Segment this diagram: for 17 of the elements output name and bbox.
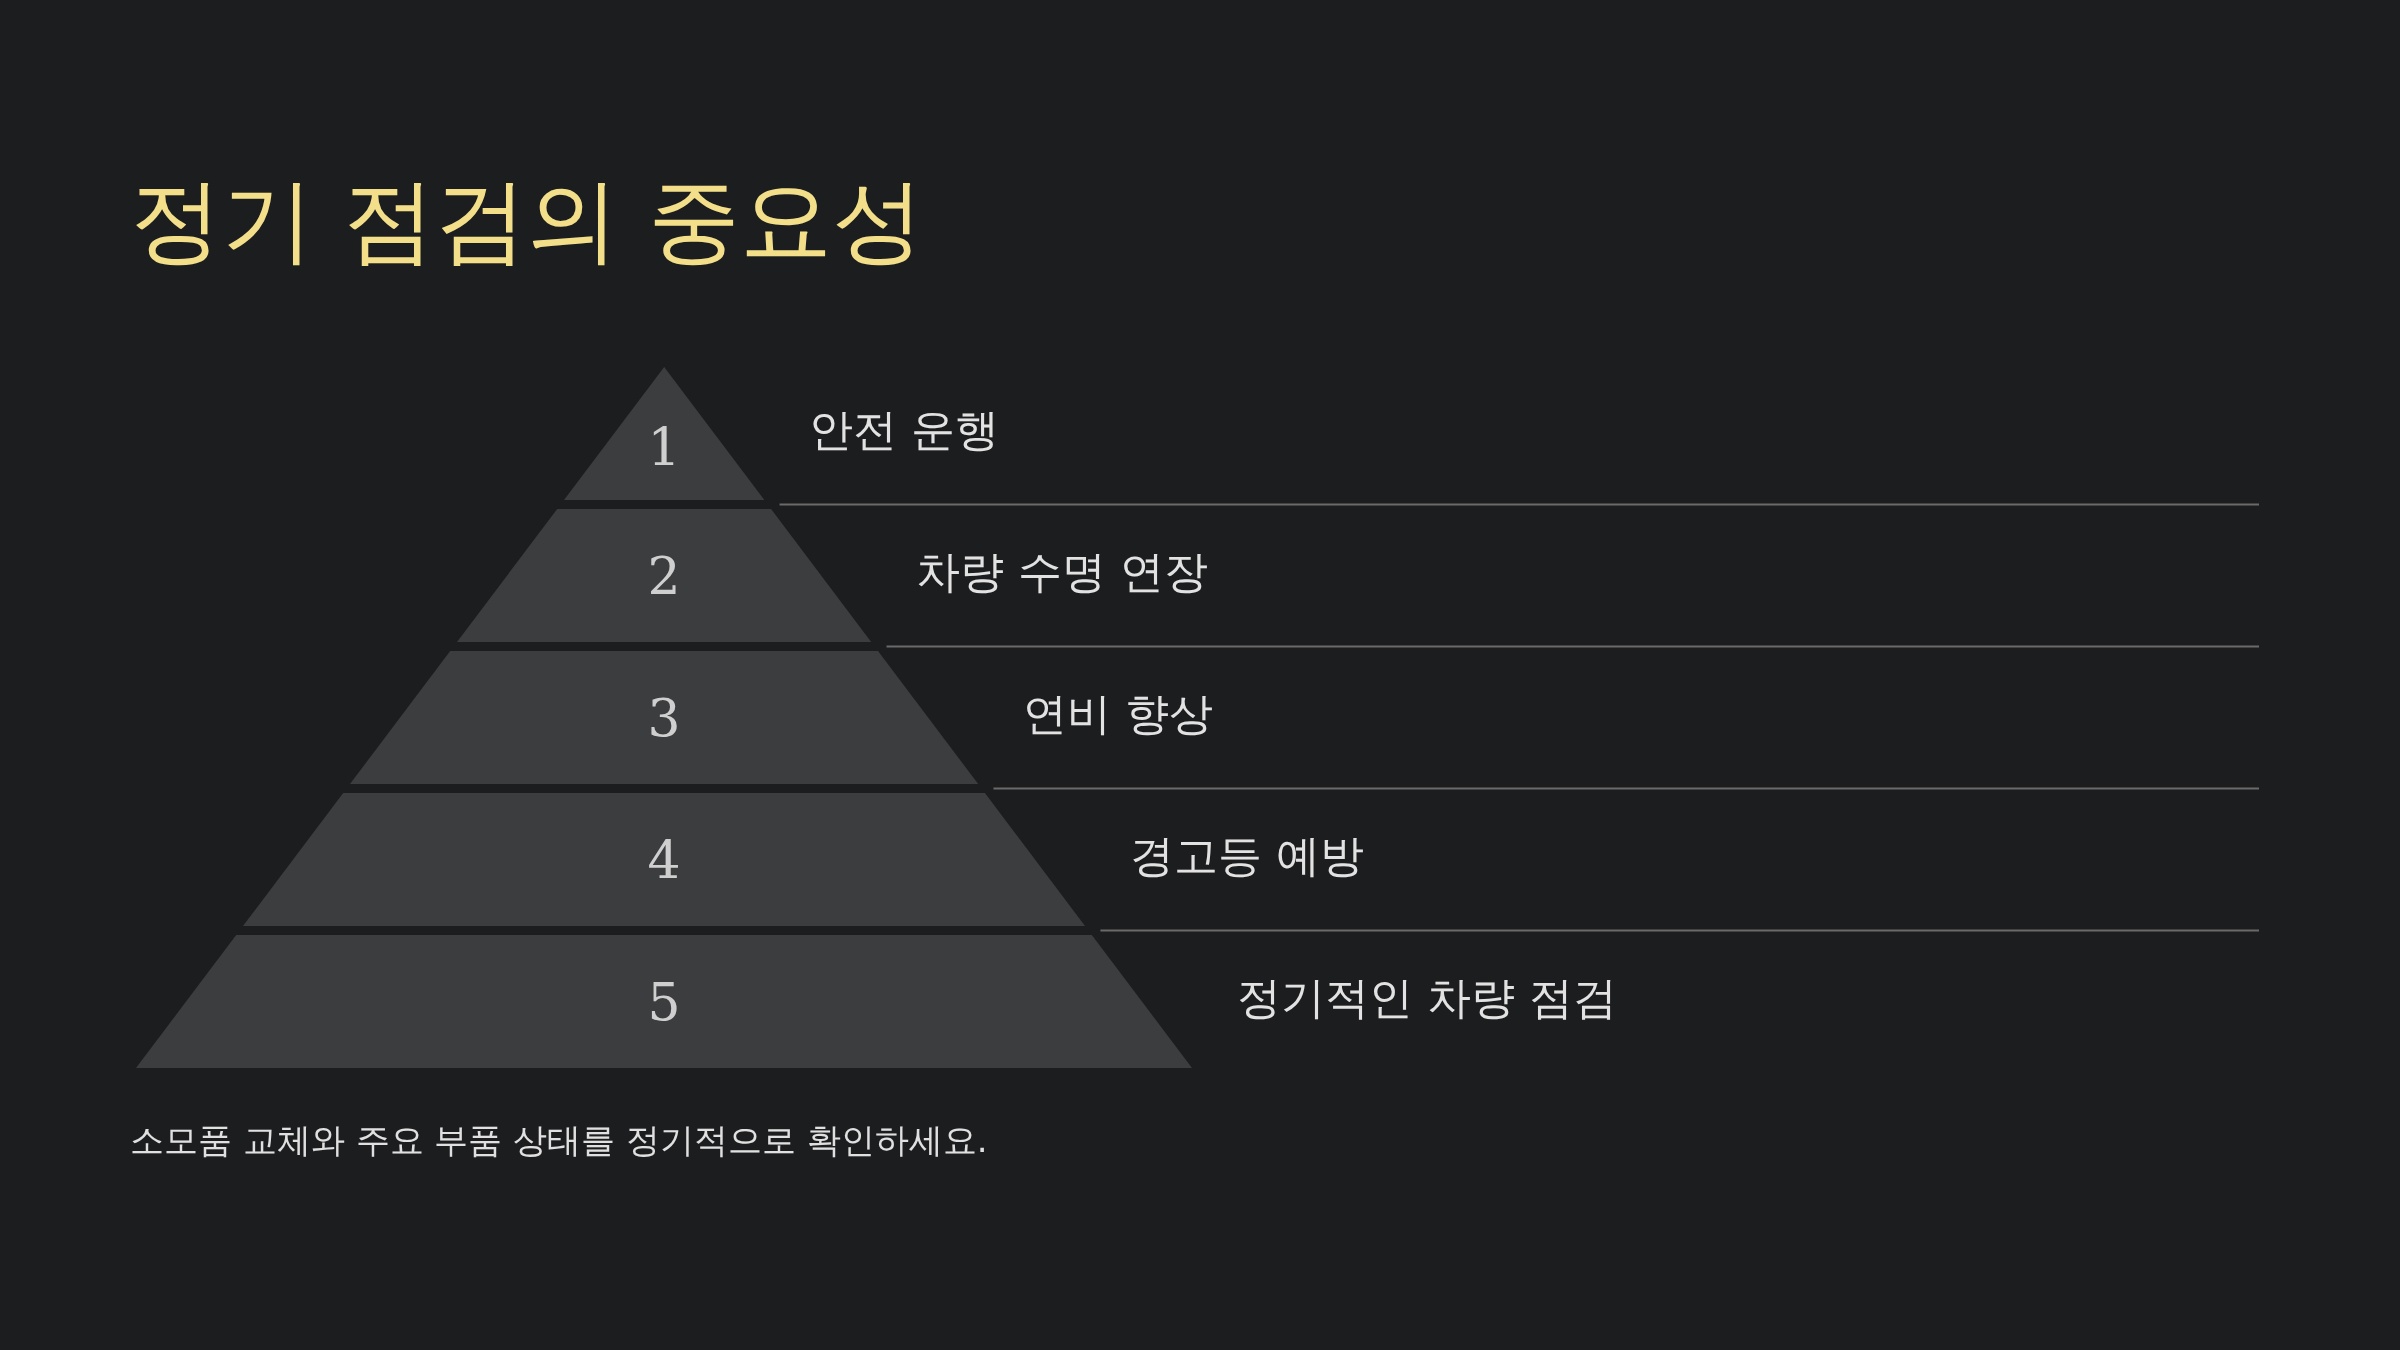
tier-label: 경고등 예방 — [1129, 833, 1364, 878]
caption: 소모품 교체와 주요 부품 상태를 정기적으로 확인하세요. — [130, 1119, 988, 1162]
pyramid-tier — [456, 509, 872, 642]
tier-label: 정기적인 차량 점검 — [1236, 975, 1617, 1020]
tier-number: 4 — [646, 833, 682, 886]
pyramid-tier — [349, 651, 979, 784]
tier-number: 1 — [646, 420, 682, 473]
tier-number: 2 — [646, 549, 682, 602]
title: 정기 점검의 중요성 — [130, 170, 925, 272]
tier-label: 안전 운행 — [809, 407, 1000, 452]
tier-label: 연비 향상 — [1023, 691, 1213, 736]
pyramid-tier — [136, 935, 1192, 1068]
tier-number: 3 — [646, 691, 682, 744]
tier-number: 5 — [646, 975, 682, 1028]
pyramid-tier — [563, 367, 765, 500]
pyramid-tier — [242, 793, 1086, 926]
tier-label: 차량 수명 연장 — [916, 549, 1208, 594]
